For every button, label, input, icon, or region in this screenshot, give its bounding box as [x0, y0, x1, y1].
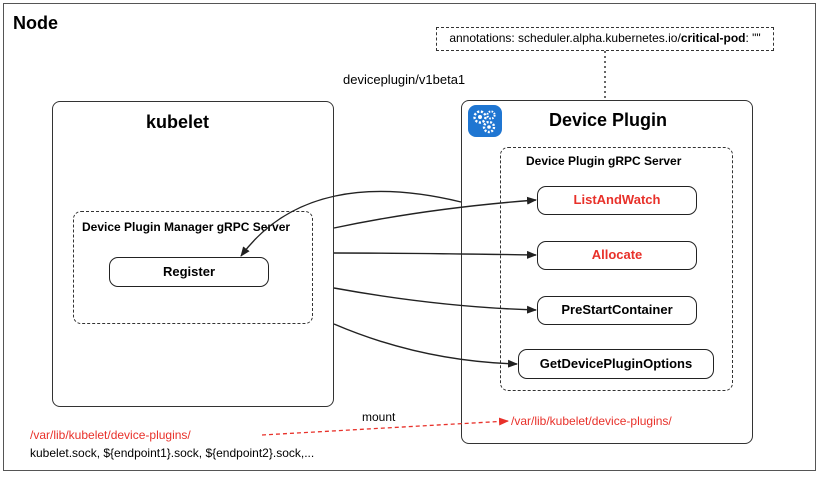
critical-pod-annotation: annotations: scheduler.alpha.kubernetes.…	[436, 27, 774, 51]
manager-server-box	[73, 211, 313, 324]
api-version-label: deviceplugin/v1beta1	[343, 72, 466, 87]
list-and-watch-node: ListAndWatch	[537, 186, 697, 215]
device-plugin-title: Device Plugin	[549, 110, 668, 130]
kubelet-title: kubelet	[146, 112, 210, 132]
node-title: Node	[13, 13, 58, 33]
gears-icon	[468, 105, 502, 137]
plugin-socket-path: /var/lib/kubelet/device-plugins/	[511, 414, 672, 428]
pre-start-container-node: PreStartContainer	[537, 296, 697, 325]
mount-arrow	[261, 417, 509, 436]
node-frame	[3, 3, 816, 471]
pre-start-container-arrow	[333, 287, 537, 314]
socket-files-list: kubelet.sock, ${endpoint1}.sock, ${endpo…	[30, 446, 315, 460]
grpc-server-title: Device Plugin gRPC Server	[526, 154, 682, 168]
get-device-plugin-options-node: GetDevicePluginOptions	[518, 349, 714, 379]
device-plugin-box	[461, 100, 753, 444]
kubelet-socket-path: /var/lib/kubelet/device-plugins/	[30, 428, 191, 442]
annotation-key: critical-pod	[680, 31, 746, 45]
register-arrow	[240, 190, 462, 257]
grpc-server-box	[500, 147, 733, 391]
annotation-suffix: : ""	[745, 31, 761, 45]
list-and-watch-arrow	[333, 196, 537, 229]
allocate-arrow	[333, 250, 537, 259]
register-node: Register	[109, 257, 269, 287]
mount-label: mount	[362, 410, 396, 424]
annotation-prefix: annotations: scheduler.alpha.kubernetes.…	[449, 31, 681, 45]
allocate-node: Allocate	[537, 241, 697, 270]
manager-server-title: Device Plugin Manager gRPC Server	[82, 220, 291, 234]
kubelet-box	[52, 101, 334, 407]
get-options-arrow	[333, 323, 518, 368]
